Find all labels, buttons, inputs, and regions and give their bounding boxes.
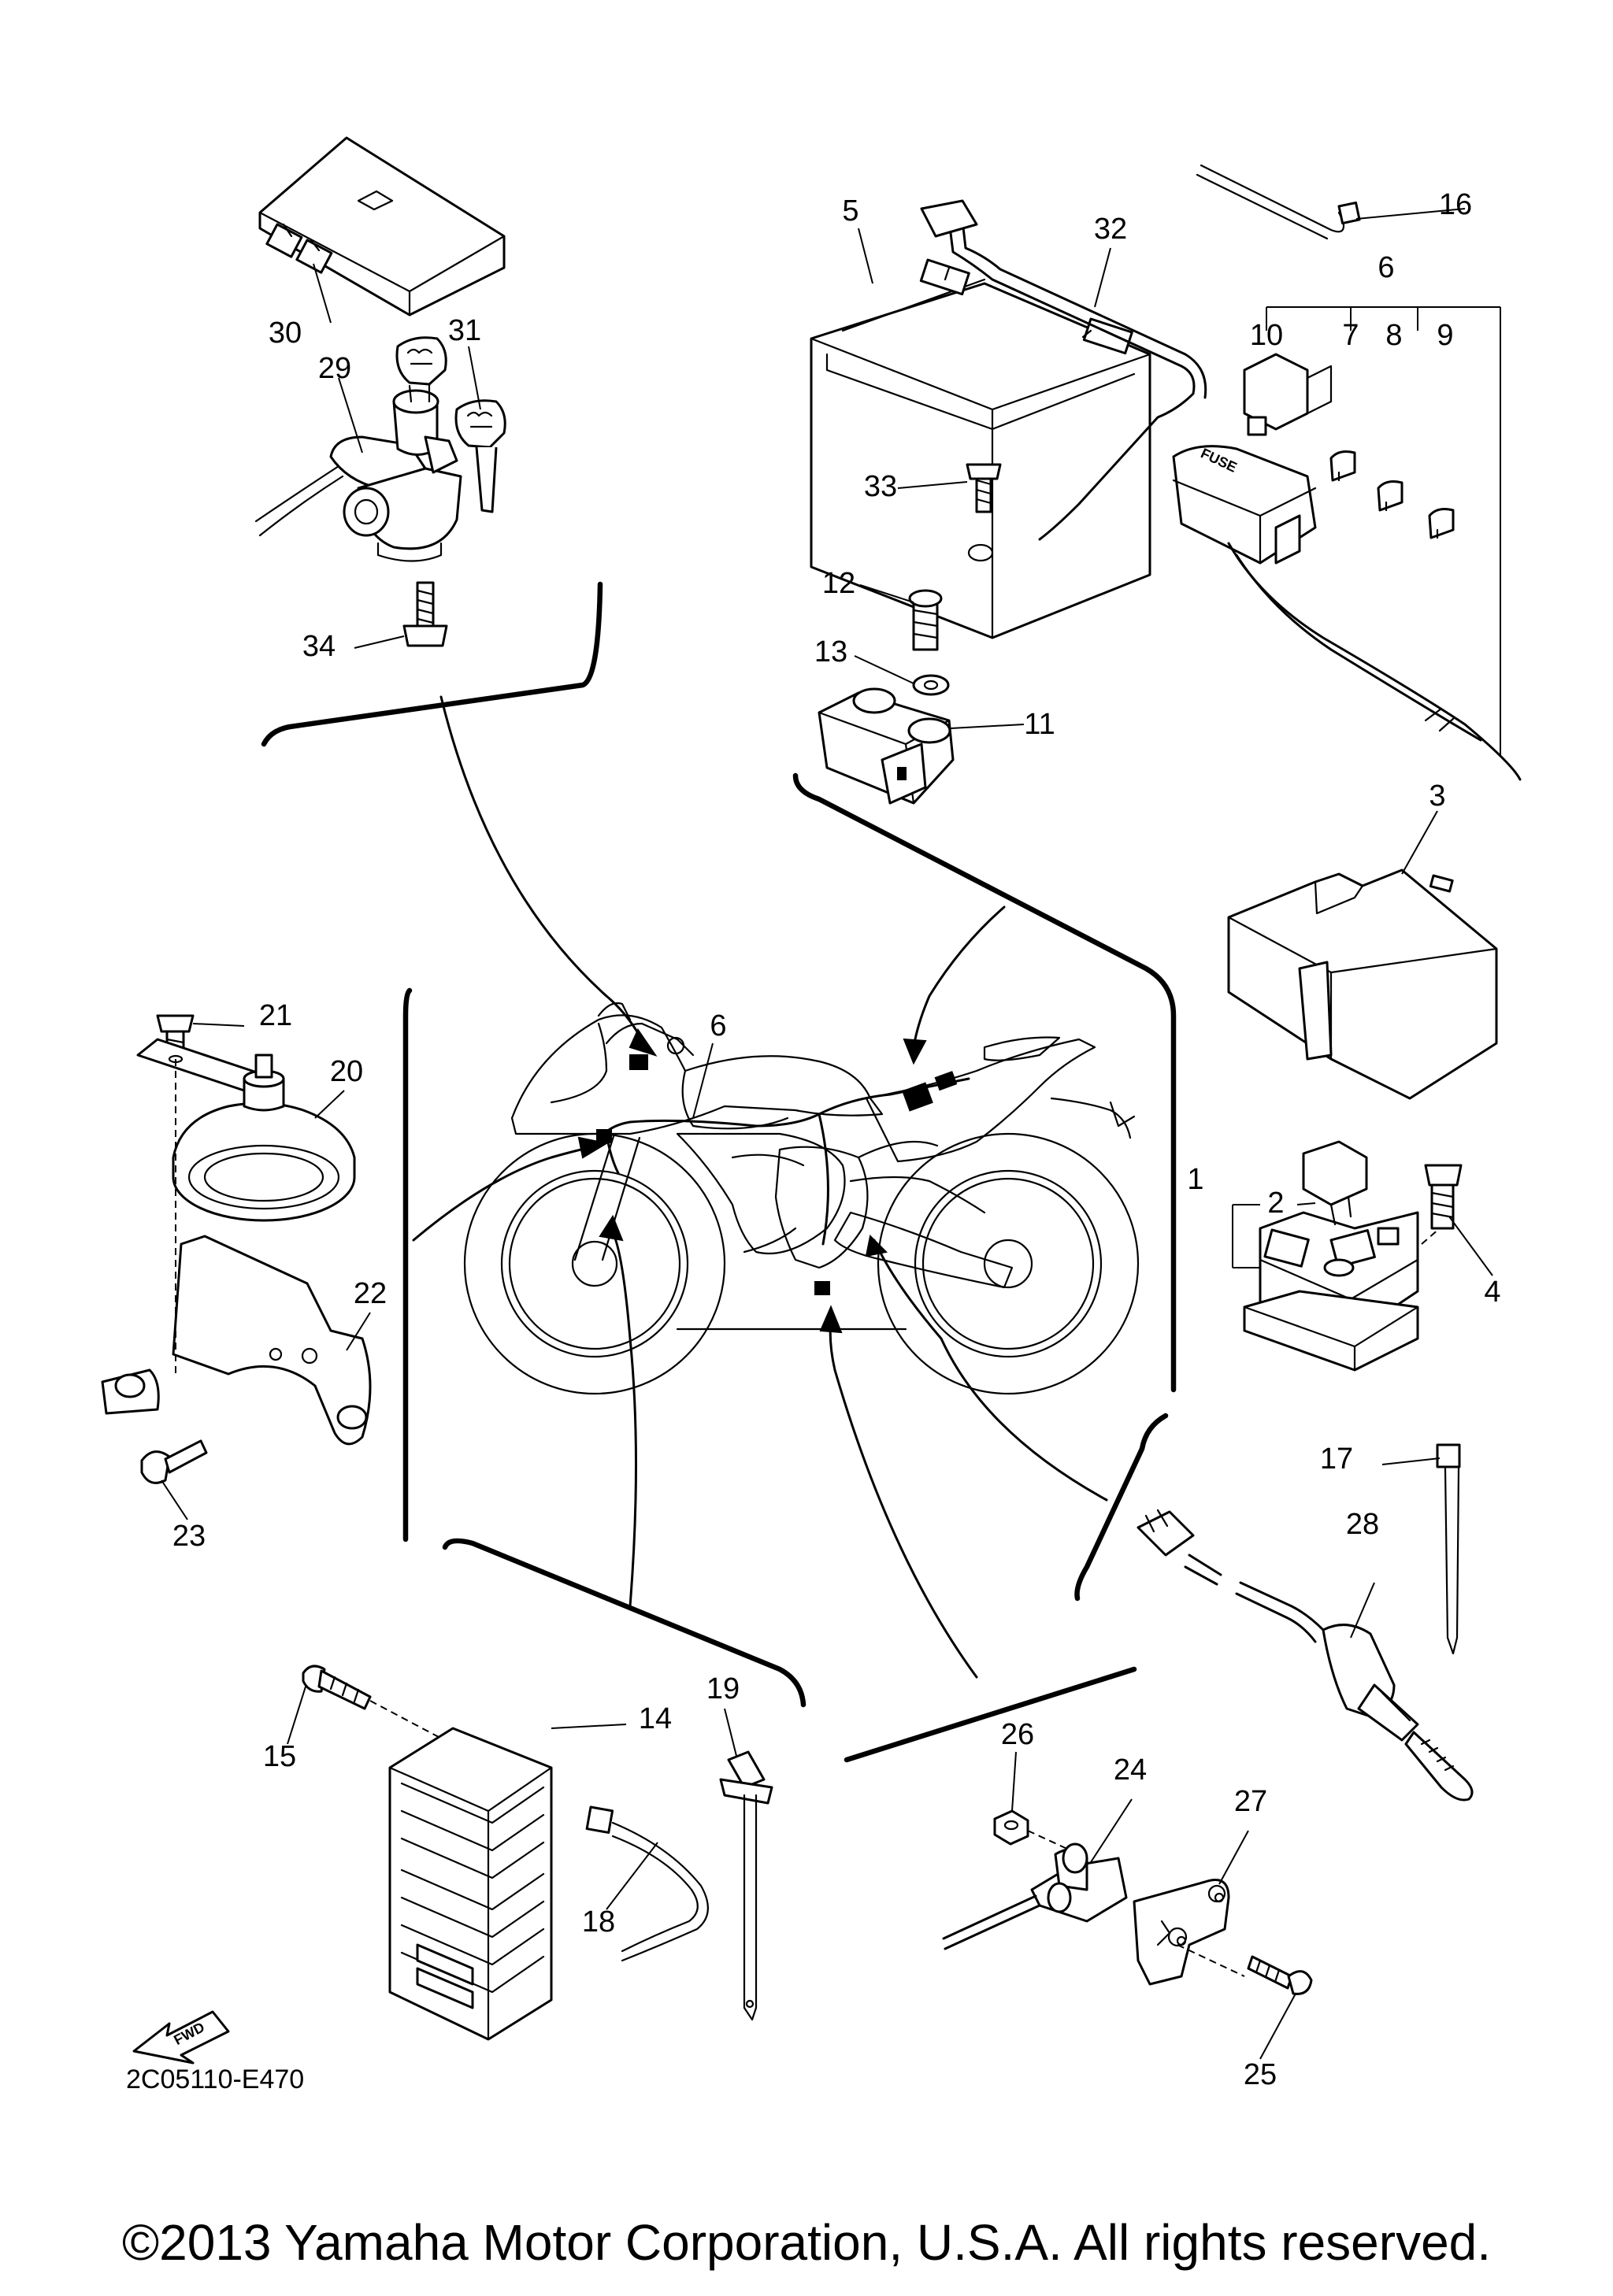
callout-31: 31 (448, 314, 481, 347)
callout-23: 23 (172, 1520, 206, 1553)
callout-9: 9 (1437, 319, 1453, 352)
fuse-box (1172, 306, 1522, 781)
sensor-assembly (942, 1809, 1313, 1995)
callout-22: 22 (354, 1277, 387, 1310)
pointer-lines (412, 695, 1108, 1679)
rectifier-regulator (302, 1665, 553, 2041)
ignition-switch (254, 336, 506, 647)
callout-20: 20 (330, 1055, 363, 1088)
callout-25: 25 (1244, 2058, 1277, 2091)
callout-2: 2 (1267, 1187, 1284, 1220)
callout-28: 28 (1346, 1508, 1379, 1541)
callout-13: 13 (814, 635, 847, 668)
leader-lines (161, 208, 1493, 2060)
o2-sensor (1137, 1443, 1474, 1802)
starter-relay (1232, 1140, 1463, 1372)
group-brackets (261, 581, 1177, 1763)
callout-15: 15 (263, 1740, 296, 1773)
ecu-unit (258, 136, 506, 317)
callout-30: 30 (269, 317, 302, 350)
callout-labels: 1 2 3 4 5 6 7 8 9 10 11 12 13 14 15 16 1… (172, 188, 1501, 2091)
callout-8: 8 (1385, 319, 1402, 352)
callout-34: 34 (302, 630, 336, 663)
relay-cover (1227, 868, 1498, 1100)
callout-3: 3 (1429, 780, 1445, 813)
callout-12: 12 (822, 567, 855, 600)
callout-32: 32 (1094, 213, 1127, 246)
callout-1: 1 (1187, 1163, 1203, 1196)
callout-11: 11 (1024, 708, 1055, 741)
callout-14: 14 (639, 1702, 672, 1735)
callout-4: 4 (1484, 1276, 1500, 1309)
callout-18: 18 (582, 1905, 615, 1939)
diagram-code: 2C05110-E470 (126, 2065, 304, 2094)
cable-band-16 (1196, 164, 1361, 240)
relay-mount (818, 589, 955, 805)
callout-5: 5 (842, 194, 858, 228)
callout-33: 33 (864, 470, 897, 503)
callout-21: 21 (259, 999, 292, 1032)
horn-assembly (101, 1014, 372, 1484)
battery (810, 199, 1207, 639)
callout-19: 19 (706, 1672, 740, 1705)
callout-26: 26 (1001, 1718, 1034, 1751)
cable-bands (585, 1750, 773, 2021)
motorcycle-illustration (463, 1002, 1140, 1395)
fwd-arrow-icon: FWD (132, 2010, 230, 2065)
callout-27: 27 (1234, 1785, 1267, 1818)
callout-10: 10 (1250, 319, 1283, 352)
callout-17: 17 (1320, 1442, 1353, 1476)
callout-16: 16 (1439, 188, 1472, 221)
callout-6b: 6 (710, 1009, 726, 1042)
callout-24: 24 (1114, 1753, 1147, 1787)
copyright-notice: ©2013 Yamaha Motor Corporation, U.S.A. A… (122, 2214, 1491, 2271)
callout-7: 7 (1342, 319, 1359, 352)
callout-6a: 6 (1378, 251, 1394, 284)
callout-29: 29 (318, 352, 351, 385)
